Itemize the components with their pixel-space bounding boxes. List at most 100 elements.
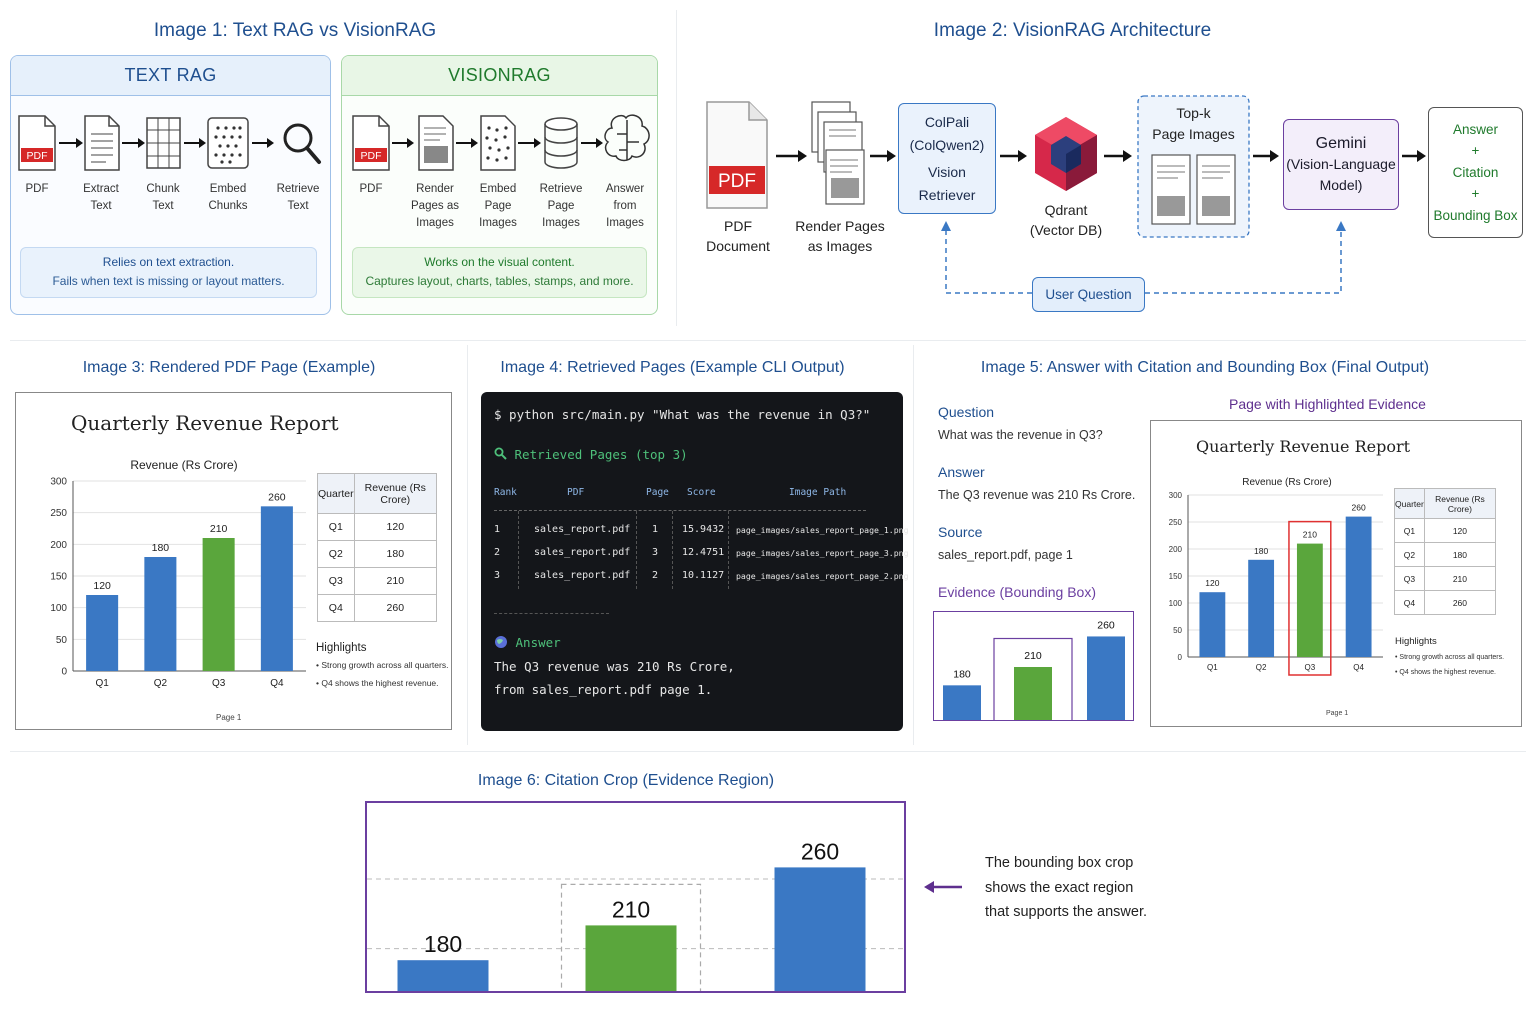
highlight-item: • Q4 shows the highest revenue. bbox=[316, 678, 439, 688]
colpali-line4: Retriever bbox=[919, 184, 976, 207]
qdrant-label-line2: (Vector DB) bbox=[1022, 220, 1110, 240]
colpali-line1: ColPali bbox=[925, 111, 969, 134]
table-cell: Q1 bbox=[1395, 519, 1425, 543]
y-tick-label: 300 bbox=[50, 477, 67, 488]
data-label: 260 bbox=[1352, 503, 1366, 513]
pdf-badge-text: PDF bbox=[361, 150, 382, 162]
qdrant-label-line1: Qdrant bbox=[1022, 200, 1110, 220]
embed-dots-icon bbox=[208, 118, 248, 168]
bar-q3 bbox=[203, 538, 235, 671]
arrow-icon bbox=[59, 138, 83, 148]
text-rag-step-retrieve: Retrieve Text bbox=[268, 181, 328, 215]
user-question-box: User Question bbox=[1032, 277, 1145, 312]
data-label: 260 bbox=[801, 838, 839, 864]
topk-label: Top-k Page Images bbox=[1138, 103, 1249, 145]
image5-title: Image 5: Answer with Citation and Boundi… bbox=[960, 359, 1450, 377]
highlights-title: Highlights bbox=[316, 642, 367, 654]
text-rag-note-line2: Fails when text is missing or layout mat… bbox=[21, 272, 316, 291]
y-tick-label: 300 bbox=[1169, 491, 1183, 500]
y-tick-label: 250 bbox=[50, 508, 67, 519]
pdf-file-icon: PDF bbox=[19, 116, 55, 170]
vertical-divider-mid-2 bbox=[913, 345, 914, 745]
colpali-line3: Vision bbox=[928, 161, 966, 184]
stacked-pages-icon bbox=[812, 102, 864, 204]
bar-q1 bbox=[1199, 592, 1225, 657]
y-tick-label: 100 bbox=[1169, 599, 1183, 608]
highlight-item: • Strong growth across all quarters. bbox=[316, 660, 448, 670]
evidence-label: Evidence (Bounding Box) bbox=[938, 584, 1096, 600]
embed-dots-icon bbox=[481, 116, 515, 170]
col-image-path: Image Path bbox=[789, 487, 846, 498]
vision-rag-step-answer: Answer from Images bbox=[596, 181, 654, 232]
x-tick-label: Q3 bbox=[212, 678, 226, 689]
highlight-item: • Strong growth across all quarters. bbox=[1395, 654, 1504, 661]
table-cell: Q4 bbox=[318, 595, 355, 622]
vision-rag-note-line2: Captures layout, charts, tables, stamps,… bbox=[353, 272, 646, 291]
row-rank: 2 bbox=[494, 547, 500, 558]
brain-icon bbox=[605, 115, 649, 160]
text-rag-note: Relies on text extraction. Fails when te… bbox=[20, 247, 317, 298]
row-score: 15.9432 bbox=[682, 524, 724, 535]
bar-q3 bbox=[586, 925, 677, 993]
row-pdf: sales_report.pdf bbox=[534, 570, 630, 581]
bar-q1 bbox=[86, 595, 118, 671]
answer-line4: + bbox=[1472, 183, 1480, 205]
text-rag-step-pdf: PDF bbox=[7, 181, 67, 198]
data-label: 210 bbox=[1024, 650, 1042, 662]
table-cell: 260 bbox=[354, 595, 436, 622]
crop-caption-line1: The bounding box crop bbox=[985, 851, 1147, 876]
source-label: Source bbox=[938, 524, 982, 540]
table-cell: 180 bbox=[1424, 543, 1495, 567]
topk-label-line1: Top-k bbox=[1138, 103, 1249, 124]
vision-rag-step-pdf: PDF bbox=[341, 181, 401, 198]
row-page: 1 bbox=[652, 524, 658, 535]
table-header-quarter: Quarter bbox=[318, 474, 355, 514]
table-rule bbox=[494, 613, 609, 614]
qdrant-logo-icon bbox=[1035, 117, 1097, 191]
y-tick-label: 200 bbox=[50, 540, 67, 551]
row-pdf: sales_report.pdf bbox=[534, 524, 630, 535]
render-pages-label-line1: Render Pages bbox=[790, 216, 890, 236]
data-label: 180 bbox=[953, 668, 971, 680]
revenue-table-image5: QuarterRevenue (Rs Crore) Q1120 Q2180 Q3… bbox=[1394, 488, 1496, 615]
highlighted-page-title: Page with Highlighted Evidence bbox=[1229, 396, 1426, 412]
globe-icon bbox=[494, 635, 508, 649]
source-text: sales_report.pdf, page 1 bbox=[938, 548, 1073, 562]
table-cell: Q3 bbox=[318, 568, 355, 595]
qdrant-label: Qdrant (Vector DB) bbox=[1022, 200, 1110, 240]
highlight-text: Strong growth across all quarters. bbox=[321, 660, 448, 670]
x-tick-label: Q2 bbox=[1256, 663, 1267, 672]
table-header-quarter: Quarter bbox=[1395, 489, 1425, 519]
answer-line2: + bbox=[1472, 140, 1480, 162]
x-tick-label: Q1 bbox=[1207, 663, 1218, 672]
data-label: 180 bbox=[424, 931, 462, 957]
bar-q4 bbox=[775, 867, 866, 993]
bar-q2 bbox=[398, 960, 489, 993]
data-label: 260 bbox=[1097, 619, 1115, 631]
answer-heading-row: Answer bbox=[494, 635, 561, 650]
revenue-chart-image3: Revenue (Rs Crore)050100150200250300120Q… bbox=[16, 393, 316, 731]
table-cell: Q3 bbox=[1395, 567, 1425, 591]
table-cell: 120 bbox=[354, 514, 436, 541]
text-rag-step-chunk: Chunk Text bbox=[135, 181, 191, 215]
magnifier-icon bbox=[285, 125, 319, 162]
answer-line1: The Q3 revenue was 210 Rs Crore, bbox=[494, 659, 735, 674]
answer-line1: Answer bbox=[1453, 119, 1498, 141]
x-tick-label: Q4 bbox=[1353, 663, 1364, 672]
bar-q2 bbox=[943, 685, 981, 721]
row-rank: 1 bbox=[494, 524, 500, 535]
answer-label: Answer bbox=[938, 464, 985, 480]
bar-q2 bbox=[1248, 560, 1274, 657]
crop-caption-line2: shows the exact region bbox=[985, 876, 1147, 901]
y-tick-label: 200 bbox=[1169, 545, 1183, 554]
y-tick-label: 50 bbox=[1173, 626, 1182, 635]
col-pdf: PDF bbox=[567, 487, 584, 498]
table-rule bbox=[494, 510, 866, 511]
y-tick-label: 100 bbox=[50, 603, 67, 614]
bar-q2 bbox=[144, 557, 176, 671]
pdf-document-label-line2: Document bbox=[696, 236, 780, 256]
row-path: page_images/sales_report_page_1.png bbox=[736, 525, 909, 535]
grid-chunk-icon bbox=[147, 118, 180, 168]
image3-title: Image 3: Rendered PDF Page (Example) bbox=[60, 359, 398, 377]
row-path: page_images/sales_report_page_2.png bbox=[736, 571, 909, 581]
